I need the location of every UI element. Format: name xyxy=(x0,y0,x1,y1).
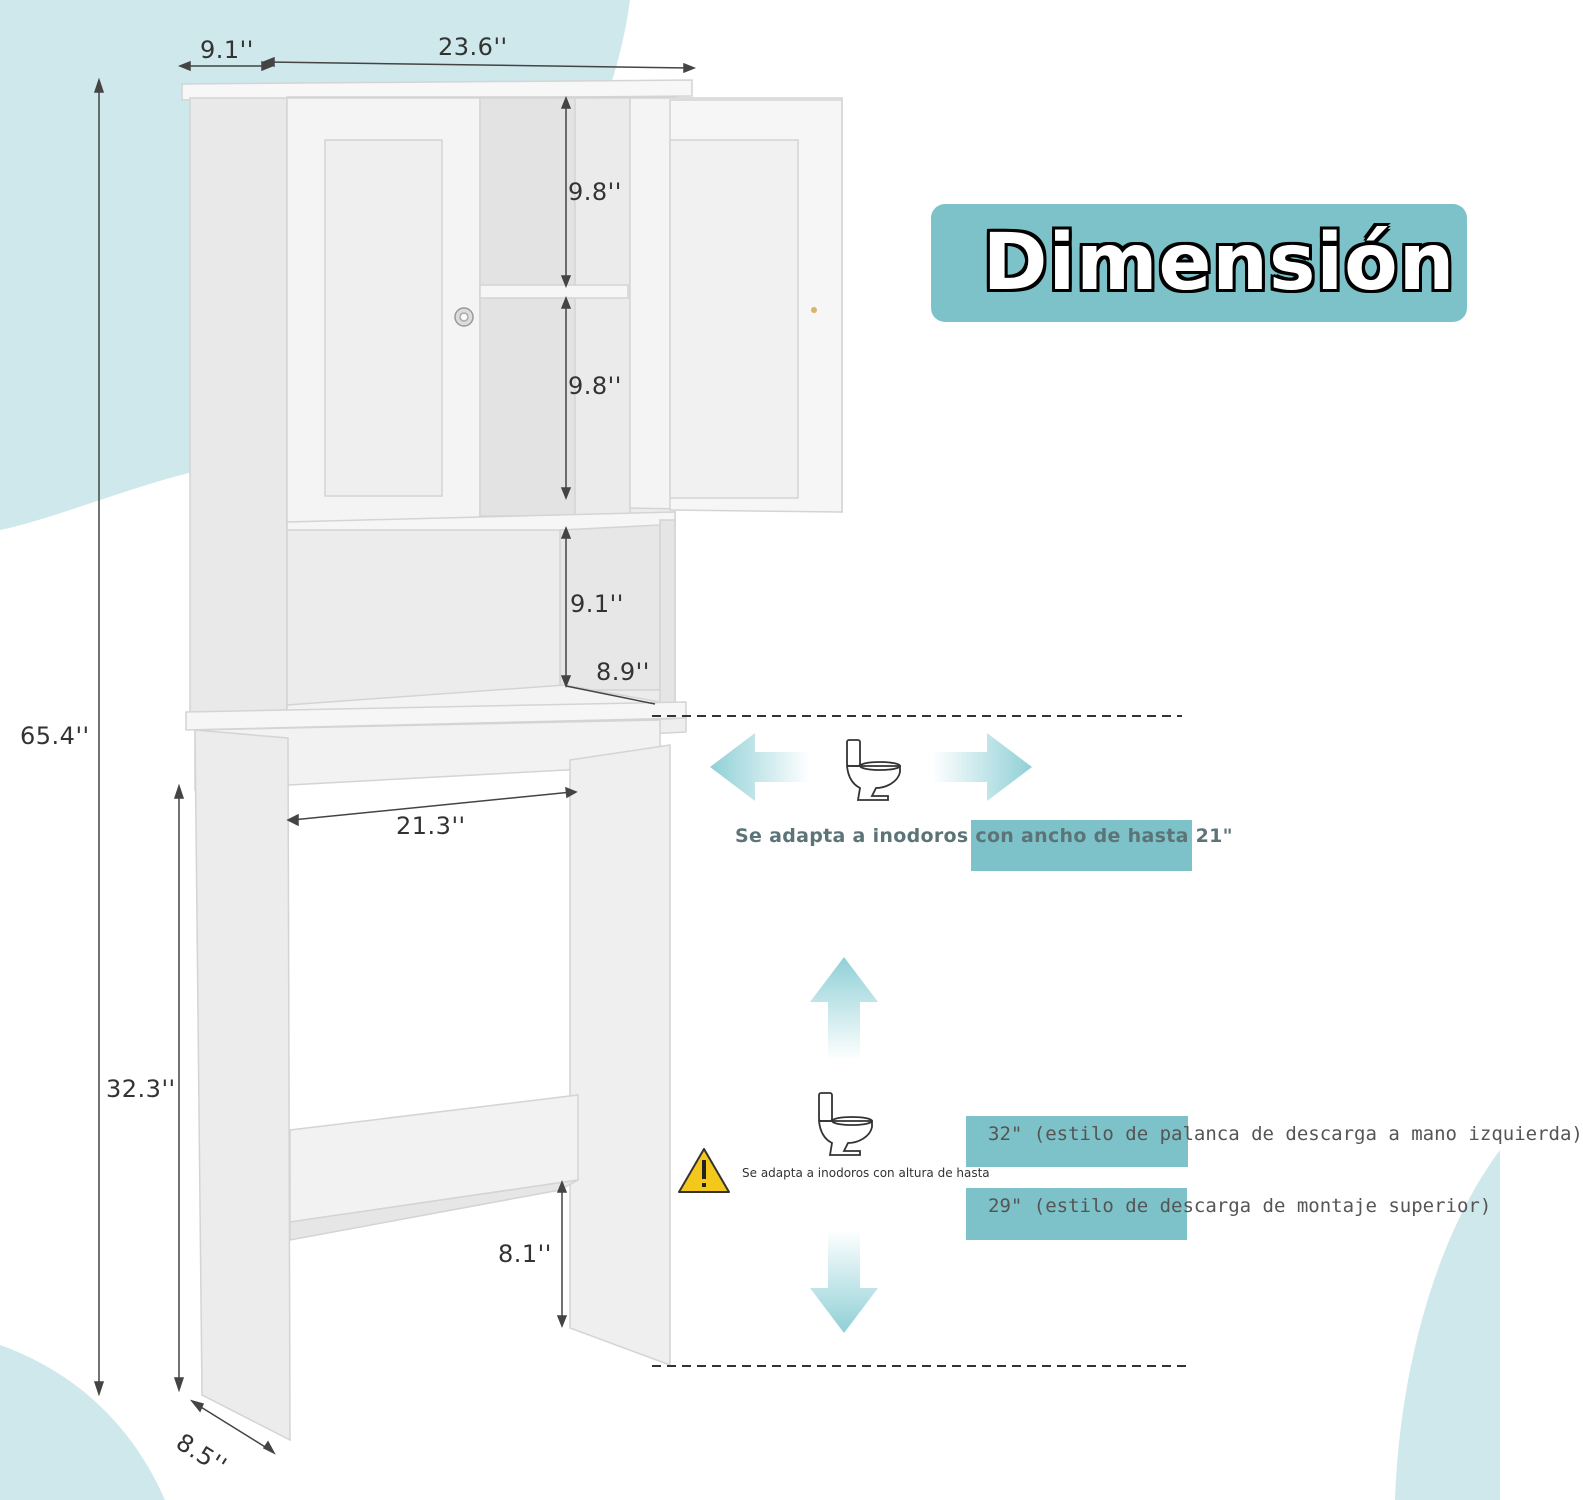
bg-blob-bottom-right xyxy=(1395,1150,1500,1500)
cabinet-illustration xyxy=(181,79,843,1442)
bg-blob-bottom-left xyxy=(0,1345,165,1500)
warning-icon xyxy=(678,1148,730,1193)
dim-total-height: 65.4'' xyxy=(20,722,90,750)
dimension-lines xyxy=(93,56,697,1455)
vertical-double-arrow-icon xyxy=(810,957,878,1333)
dim-shelf-upper: 9.8'' xyxy=(568,178,622,206)
dim-top-depth: 9.1'' xyxy=(200,36,254,64)
dim-bar-height: 8.1'' xyxy=(498,1240,552,1268)
option-top-mount: 29" (estilo de descarga de montaje super… xyxy=(988,1195,1492,1217)
horizontal-double-arrow-icon xyxy=(710,733,1032,801)
dim-top-width: 23.6'' xyxy=(438,33,508,61)
height-fit-note: Se adapta a inodoros con altura de hasta xyxy=(742,1166,990,1180)
highlight-strip xyxy=(966,1188,1187,1240)
highlight-strip xyxy=(966,1116,1188,1167)
dim-leg-height: 32.3'' xyxy=(106,1075,176,1103)
toilet-icon xyxy=(846,739,901,801)
option-left-lever: 32" (estilo de palanca de descarga a man… xyxy=(988,1123,1583,1145)
illustration-canvas xyxy=(0,0,1500,1500)
title-banner: Dimensión xyxy=(931,204,1467,322)
dim-shelf-lower: 9.8'' xyxy=(568,372,622,400)
page-title: Dimensión xyxy=(982,218,1456,308)
dim-open-height: 9.1'' xyxy=(570,590,624,618)
width-fit-note: Se adapta a inodoros con ancho de hasta … xyxy=(735,825,1233,847)
dim-open-depth: 8.9'' xyxy=(596,658,650,686)
toilet-icon xyxy=(818,1092,873,1156)
highlight-strip xyxy=(971,820,1192,871)
dim-inner-width: 21.3'' xyxy=(396,812,466,840)
